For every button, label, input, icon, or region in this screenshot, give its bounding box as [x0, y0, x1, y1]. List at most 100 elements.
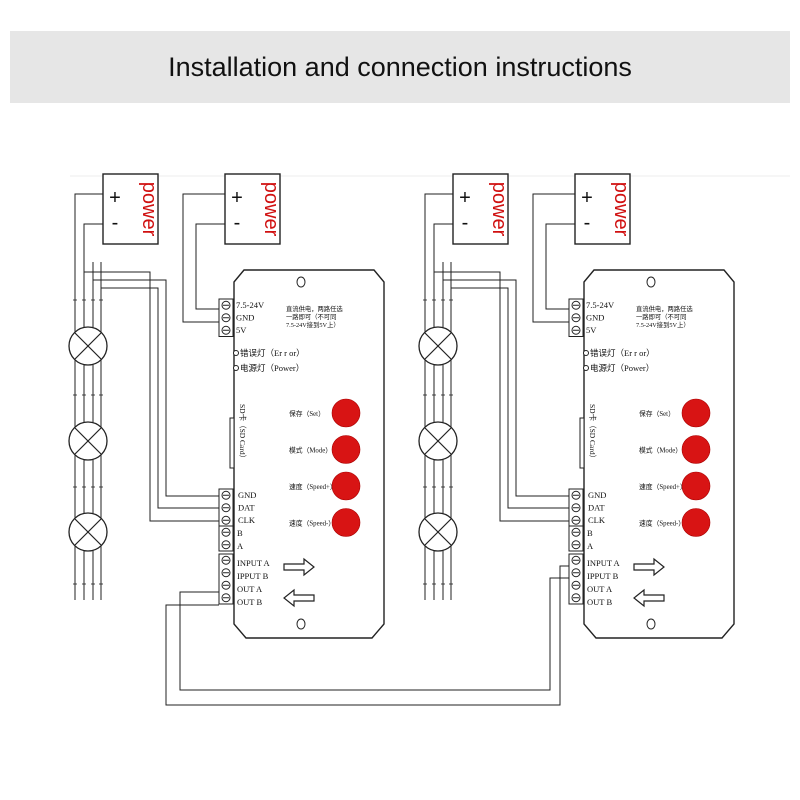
terminal-label: OUT A — [237, 584, 263, 594]
controller-red-button — [681, 508, 711, 537]
indicator-label: 电源灯（Power） — [590, 363, 654, 373]
wire — [434, 271, 569, 522]
terminal-block-frame — [568, 553, 584, 605]
power-supply-box: +-power — [574, 173, 632, 245]
terminal-label: GND — [586, 313, 604, 323]
controller-red-button — [331, 398, 361, 428]
button-label: 速度（Speed+） — [289, 482, 337, 491]
terminal-label: GND — [238, 490, 256, 500]
indicator-led — [583, 350, 589, 356]
wire — [433, 223, 453, 262]
controller: SD卡（SD Card）7.5-24VGND5V直流供电，两路任选一路即可（不可… — [568, 269, 735, 639]
arrow-right-icon — [283, 557, 315, 577]
power-label: power — [138, 182, 160, 237]
lamp-cross — [74, 518, 102, 546]
terminal-label: 5V — [236, 325, 247, 335]
indicator-label: 错误灯（Er r or） — [590, 348, 655, 358]
sd-card-label: SD卡（SD Card） — [238, 404, 248, 462]
button-label: 模式（Mode） — [289, 446, 332, 455]
indicator-label: 错误灯（Er r or） — [240, 348, 305, 358]
wire — [93, 279, 219, 497]
terminal-label: B — [587, 528, 593, 538]
terminal-label: CLK — [238, 515, 256, 525]
lamp-cross — [424, 518, 452, 546]
page-title: Installation and connection instructions — [168, 51, 632, 82]
power-plus-label: + — [459, 187, 471, 209]
terminal-label: GND — [588, 490, 606, 500]
controller: SD卡（SD Card）7.5-24VGND5V直流供电，两路任选一路即可（不可… — [218, 269, 385, 639]
sd-card-label: SD卡（SD Card） — [588, 404, 598, 462]
terminal-block — [568, 488, 584, 527]
wire — [195, 223, 225, 310]
button-label: 速度（Speed-） — [639, 519, 685, 528]
wire — [83, 223, 103, 262]
lamp-icon — [418, 512, 458, 552]
terminal-block — [218, 553, 234, 605]
power-minus-label: - — [234, 212, 241, 234]
wire — [182, 193, 225, 323]
power-supply-box: +-power — [224, 173, 282, 245]
wire — [74, 193, 103, 262]
arrow-shape — [283, 557, 315, 577]
terminal-label: 5V — [586, 325, 597, 335]
power-note: 一路即可（不可同 — [636, 312, 686, 321]
terminal-block — [568, 525, 584, 552]
controller-red-button — [331, 435, 361, 464]
terminal-label: 7.5-24V — [236, 300, 265, 310]
terminal-label: CLK — [588, 515, 606, 525]
indicator-led — [233, 365, 239, 371]
terminal-block-frame — [218, 553, 234, 605]
sync-wire — [179, 577, 569, 691]
arrow-shape — [283, 588, 315, 608]
controller-red-button — [331, 471, 361, 501]
sd-card-slot — [579, 417, 585, 469]
terminal-label: DAT — [588, 503, 605, 513]
sd-card-slot — [229, 417, 235, 469]
power-supply-box: +-power — [452, 173, 510, 245]
hang-hole-icon — [646, 618, 656, 630]
controller-red-button — [681, 398, 711, 428]
arrow-left-icon — [283, 588, 315, 608]
indicator-led — [583, 365, 589, 371]
wire — [84, 271, 219, 522]
power-note: 7.5-24V接到5V上） — [286, 320, 340, 329]
button-label: 速度（Speed-） — [289, 519, 335, 528]
lamp-cross — [74, 427, 102, 455]
power-label: power — [488, 182, 510, 237]
terminal-block — [218, 298, 234, 337]
terminal-label: DAT — [238, 503, 255, 513]
hang-hole-icon — [646, 276, 656, 288]
wire — [101, 287, 219, 509]
power-label: power — [610, 182, 632, 237]
wire — [451, 287, 569, 509]
lamp-icon — [68, 512, 108, 552]
power-box-frame — [102, 173, 159, 245]
lamp-icon — [68, 421, 108, 461]
terminal-label: A — [237, 541, 244, 551]
button-label: 保存（Set） — [289, 409, 325, 418]
controller-body — [583, 269, 735, 639]
power-box-frame — [224, 173, 281, 245]
indicator-led — [233, 350, 239, 356]
lamp-icon — [418, 326, 458, 366]
terminal-block — [568, 298, 584, 337]
button-label: 速度（Speed+） — [639, 482, 687, 491]
arrow-shape — [633, 588, 665, 608]
power-minus-label: - — [112, 212, 119, 234]
power-minus-label: - — [584, 212, 591, 234]
controller-red-button — [681, 435, 711, 464]
wire — [545, 223, 575, 310]
terminal-label: IPPUT B — [587, 571, 619, 581]
power-plus-label: + — [109, 187, 121, 209]
terminal-label: OUT A — [587, 584, 613, 594]
arrow-right-icon — [633, 557, 665, 577]
power-note: 7.5-24V接到5V上） — [636, 320, 690, 329]
lamp-icon — [418, 421, 458, 461]
hang-hole-icon — [296, 276, 306, 288]
arrow-left-icon — [633, 588, 665, 608]
power-note: 直流供电，两路任选 — [636, 304, 693, 313]
hang-hole-icon — [296, 618, 306, 630]
